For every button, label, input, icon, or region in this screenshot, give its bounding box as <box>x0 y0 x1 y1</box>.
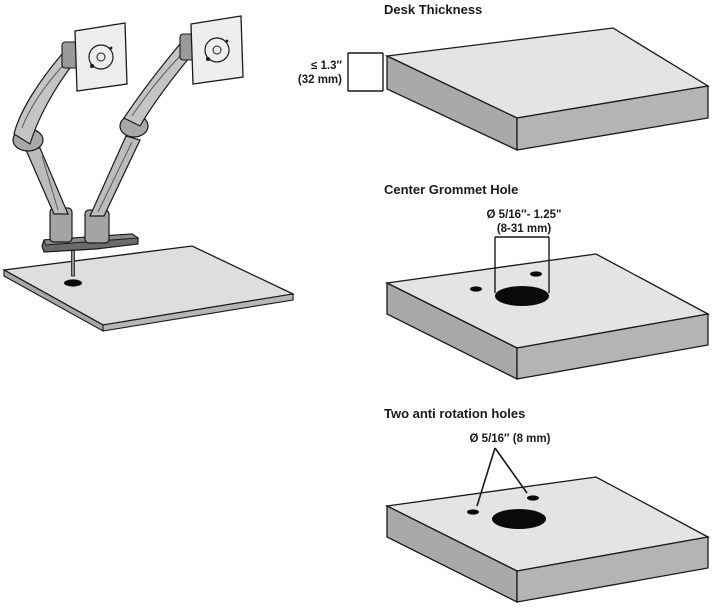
desk-plate-edge-right <box>102 293 294 332</box>
anti-rotation-hole-right <box>527 495 539 501</box>
slab-side <box>516 536 709 603</box>
grommet-dim-imperial: Ø 5/16″- 1.25" <box>487 209 562 221</box>
anti-rotation-hole-left <box>467 509 479 515</box>
slab-side <box>516 313 709 380</box>
left-vesa-plate <box>74 22 128 92</box>
slab-side <box>516 85 709 151</box>
grommet-dimension-bracket <box>494 236 550 293</box>
anti-rotation-leader-lines <box>476 447 528 507</box>
thickness-slab <box>384 27 710 152</box>
grommet-dim-metric: (8-31 mm) <box>497 223 551 235</box>
desk-thickness-title: Desk Thickness <box>384 2 482 17</box>
grommet-hole <box>495 286 549 306</box>
grommet-title: Center Grommet Hole <box>384 182 518 197</box>
grommet-hole <box>492 509 546 529</box>
desk-hole <box>64 279 82 287</box>
thickness-dimension-bracket <box>347 52 384 92</box>
dual-monitor-arm-icon <box>1 15 296 332</box>
grommet-slab <box>384 253 710 381</box>
anti-rotation-hole-left <box>470 286 482 292</box>
right-vesa-plate <box>190 15 244 85</box>
anti-rotation-dim: Ø 5/16″ (8 mm) <box>470 433 551 445</box>
thickness-dim-imperial: ≤ 1.3″ <box>311 60 342 72</box>
thickness-dim-metric: (32 mm) <box>298 74 342 86</box>
left-lower-arm <box>25 147 69 215</box>
anti-rotation-title: Two anti rotation holes <box>384 406 525 421</box>
desk-plate-top <box>1 245 296 326</box>
anti-rotation-hole-right <box>530 271 542 277</box>
anti-rotation-slab <box>384 476 710 604</box>
